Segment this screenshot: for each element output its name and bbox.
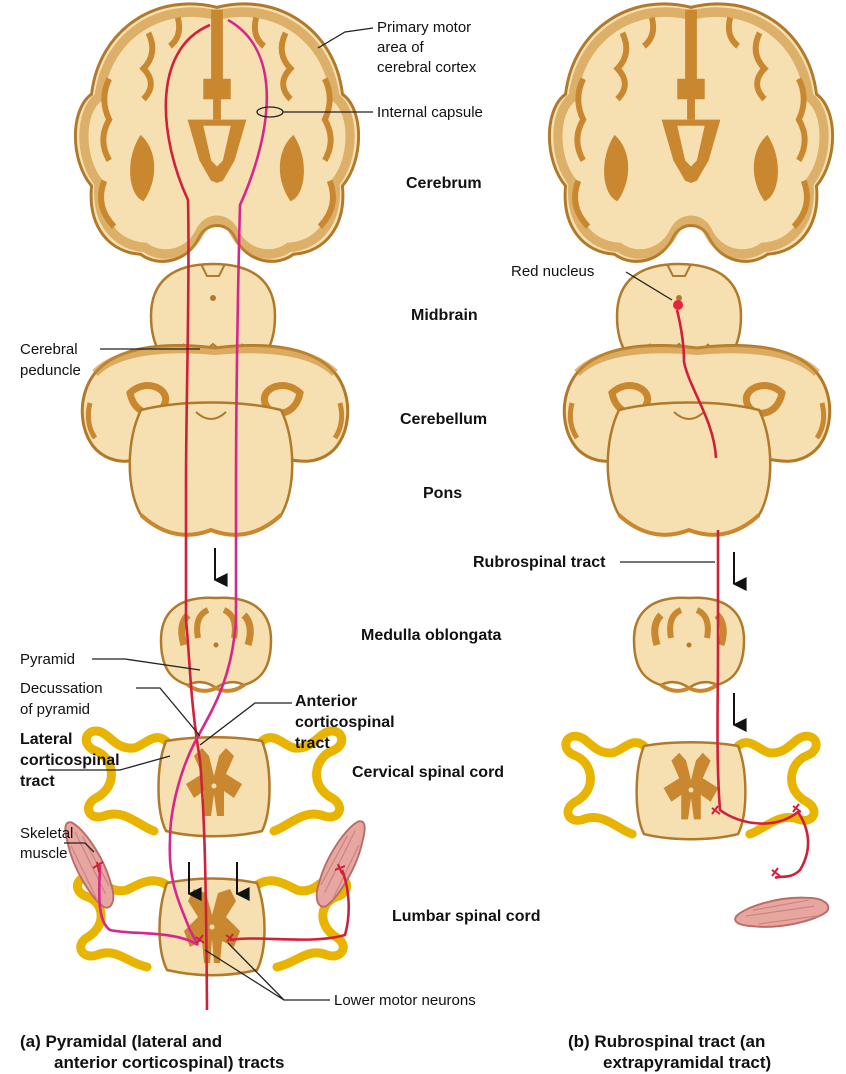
pons-left [130,403,293,536]
label-rubrospinal-tract: Rubrospinal tract [473,554,606,571]
label-red-nucleus: Red nucleus [511,263,594,280]
cerebrum-right [549,4,832,261]
label-cerebrum: Cerebrum [406,175,482,192]
label-lower-motor-neurons: Lower motor neurons [334,992,476,1009]
label-midbrain: Midbrain [411,307,478,324]
cervical-cord-right [566,736,816,839]
cerebrum-left [75,4,358,261]
label-pyramid: Pyramid [20,651,75,668]
medulla-left [161,598,271,691]
pons-right [608,403,771,536]
label-medulla: Medulla oblongata [361,627,502,644]
caption-a: (a) Pyramidal (lateral and anterior cort… [20,1032,285,1072]
label-pons: Pons [423,485,462,502]
skeletal-muscle-b [734,876,830,948]
label-cervical-cord: Cervical spinal cord [352,764,504,781]
label-cerebral-peduncle: Cerebral peduncle [20,341,82,379]
label-primary-motor: Primary motor area of cerebral cortex [377,19,477,76]
label-lumbar-cord: Lumbar spinal cord [392,908,540,925]
red-nucleus-dot [673,300,683,310]
flow-arrows [189,548,734,894]
medulla-right [634,598,744,691]
label-anterior-cst: Anterior corticospinal tract [295,693,399,752]
label-cerebellum: Cerebellum [400,411,487,428]
lumbar-cord-left [77,877,346,975]
label-decussation: Decussation of pyramid [20,680,107,718]
caption-b: (b) Rubrospinal tract (an extrapyramidal… [568,1032,771,1072]
label-internal-capsule: Internal capsule [377,104,483,121]
